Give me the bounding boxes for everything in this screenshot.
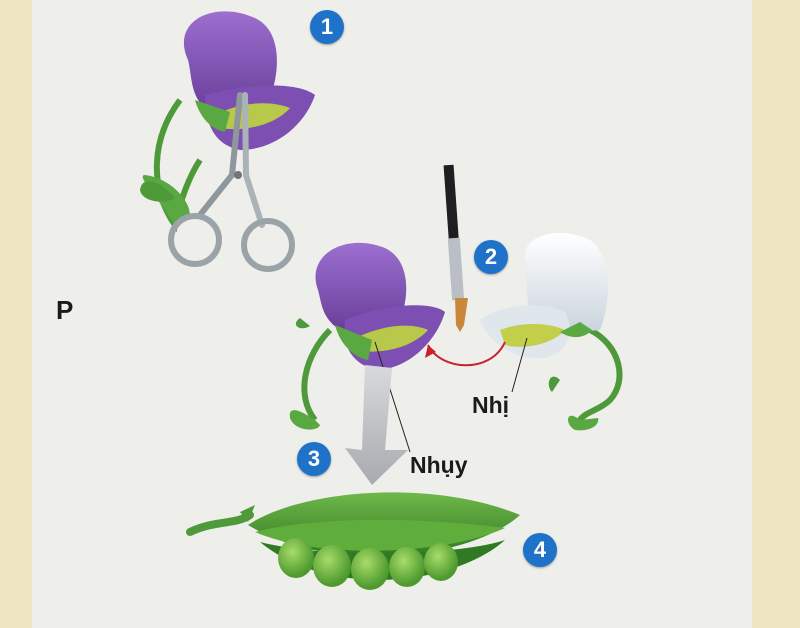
white-flower-stamens bbox=[500, 324, 565, 347]
flower-1-leaf-small bbox=[140, 181, 175, 202]
white-flower-stem bbox=[577, 327, 623, 422]
pea bbox=[313, 545, 351, 587]
pollen-arrow-head bbox=[425, 345, 436, 358]
development-arrow bbox=[345, 365, 408, 485]
flower-2-stem bbox=[301, 327, 333, 422]
generation-label: P bbox=[56, 295, 74, 325]
pistil-label: Nhụy bbox=[410, 452, 468, 478]
purple-flower-1 bbox=[140, 11, 315, 233]
pea bbox=[389, 547, 425, 587]
flower-2-leaf bbox=[289, 410, 320, 430]
flower-1-stamens bbox=[215, 103, 290, 130]
pea-pod-icon bbox=[186, 492, 520, 590]
pollen-transfer-arrow bbox=[427, 341, 506, 367]
step-badge-1: 1 bbox=[310, 10, 344, 44]
white-flower-leaf bbox=[568, 415, 599, 431]
purple-flower-2 bbox=[289, 242, 445, 430]
flower-1-petal-top bbox=[183, 11, 277, 110]
flower-2-pistil bbox=[352, 325, 428, 352]
pea bbox=[351, 548, 389, 590]
stamen-leader-line bbox=[511, 337, 528, 393]
step-badge-4: 4 bbox=[523, 533, 557, 567]
step-badge-3: 3 bbox=[297, 442, 331, 476]
flower-1-sepal bbox=[195, 100, 230, 132]
flower-2-petal-top bbox=[315, 242, 407, 330]
pea bbox=[424, 543, 458, 581]
pistil-leader-line bbox=[374, 341, 411, 453]
stamen-label: Nhị bbox=[472, 392, 510, 418]
paintbrush-icon bbox=[443, 164, 468, 332]
scissors-icon bbox=[168, 92, 295, 272]
flower-1-stem bbox=[153, 98, 203, 233]
pea bbox=[278, 538, 314, 578]
step-badge-2: 2 bbox=[474, 240, 508, 274]
